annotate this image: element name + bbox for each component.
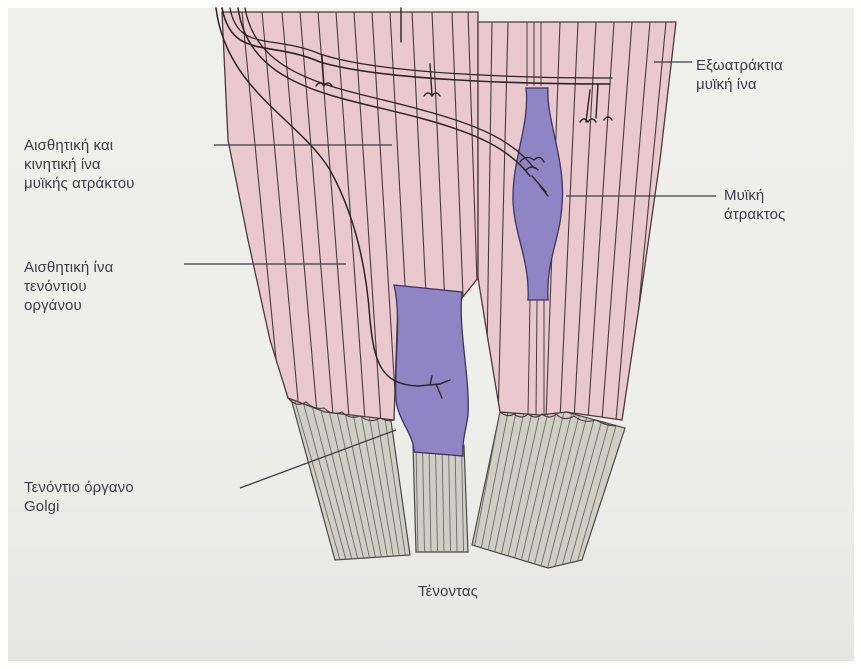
- golgi-organ-body: [394, 285, 468, 456]
- tendon-right: [472, 412, 625, 568]
- label-spindle-sensory-motor-fiber: Αισθητική και κινητική ίνα μυϊκής ατράκτ…: [24, 136, 134, 193]
- golgi-tendon-organ: [394, 285, 468, 456]
- label-tendon-organ-sensory-fiber: Αισθητική ίνα τενόντιου οργάνου: [24, 258, 113, 315]
- label-golgi-tendon-organ: Τενόντιο όργανο Golgi: [24, 478, 134, 516]
- tendon-mid: [413, 445, 468, 552]
- label-extrafusal-muscle-fiber: Εξωατράκτια μυϊκή ίνα: [696, 56, 783, 94]
- label-tendon: Τένοντας: [418, 582, 478, 601]
- label-muscle-spindle: Μυϊκή άτρακτος: [724, 186, 785, 224]
